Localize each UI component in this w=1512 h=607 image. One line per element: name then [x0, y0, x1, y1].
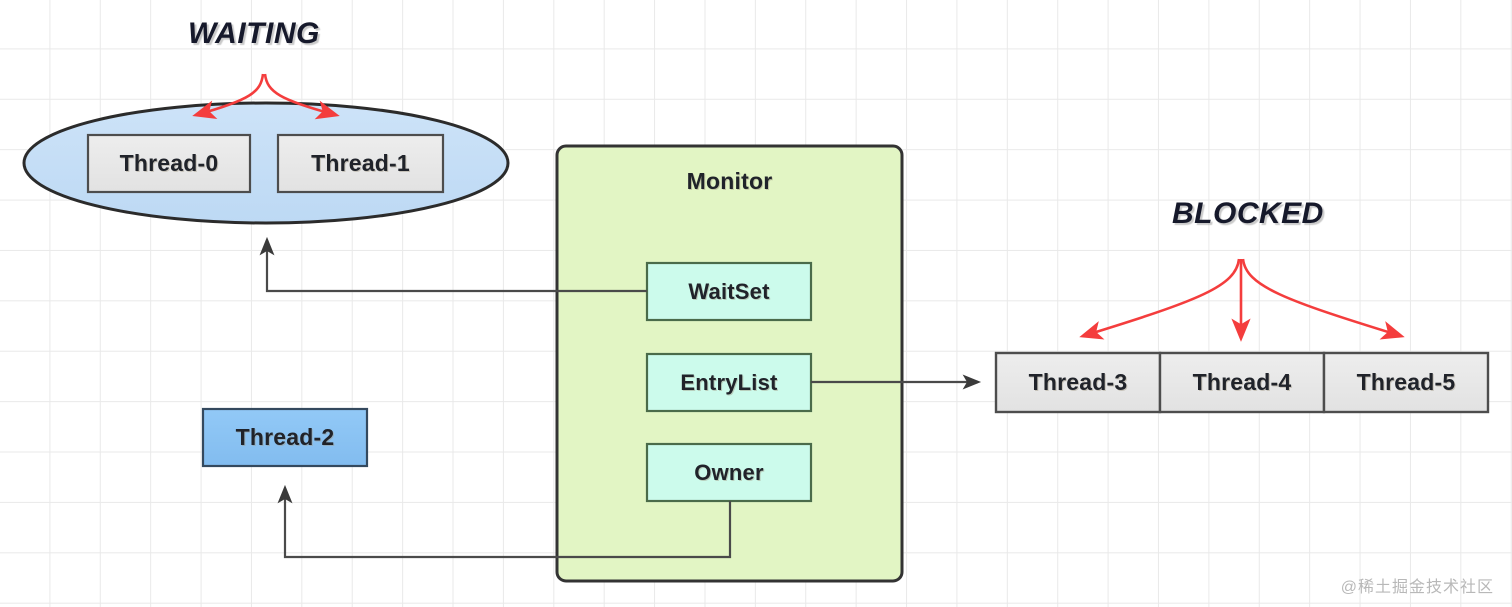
thread-2-label: Thread-2 — [235, 424, 335, 450]
thread-3-label: Thread-3 — [1028, 369, 1128, 395]
watermark-label: @稀土掘金技术社区 — [1340, 579, 1494, 596]
blocked-state-label: BLOCKED — [1172, 197, 1324, 230]
owner-box[interactable] — [645, 442, 813, 503]
waiting-state-label: WAITING — [188, 17, 320, 50]
thread-1-label: Thread-1 — [311, 150, 410, 176]
thread-5-label: Thread-5 — [1356, 369, 1456, 395]
thread-5-box[interactable] — [1322, 351, 1490, 414]
thread-3-box[interactable] — [994, 351, 1162, 414]
waiting-fork-arrows — [192, 73, 340, 120]
waitset-to-waiting-connector — [259, 236, 647, 293]
entrylist-label: EntryList — [680, 369, 778, 395]
thread-1-box[interactable] — [276, 133, 445, 194]
monitor-label: Monitor — [686, 167, 773, 194]
thread-2-box[interactable] — [201, 407, 369, 468]
owner-label: Owner — [694, 459, 764, 485]
waitset-label: WaitSet — [688, 278, 770, 304]
thread-4-label: Thread-4 — [1192, 369, 1292, 395]
waitset-box[interactable] — [645, 261, 813, 322]
thread-0-box[interactable] — [86, 133, 252, 194]
thread-0-label: Thread-0 — [119, 150, 219, 176]
blocked-fork-arrows — [1079, 258, 1405, 342]
owner-to-thread2-connector — [277, 484, 732, 559]
